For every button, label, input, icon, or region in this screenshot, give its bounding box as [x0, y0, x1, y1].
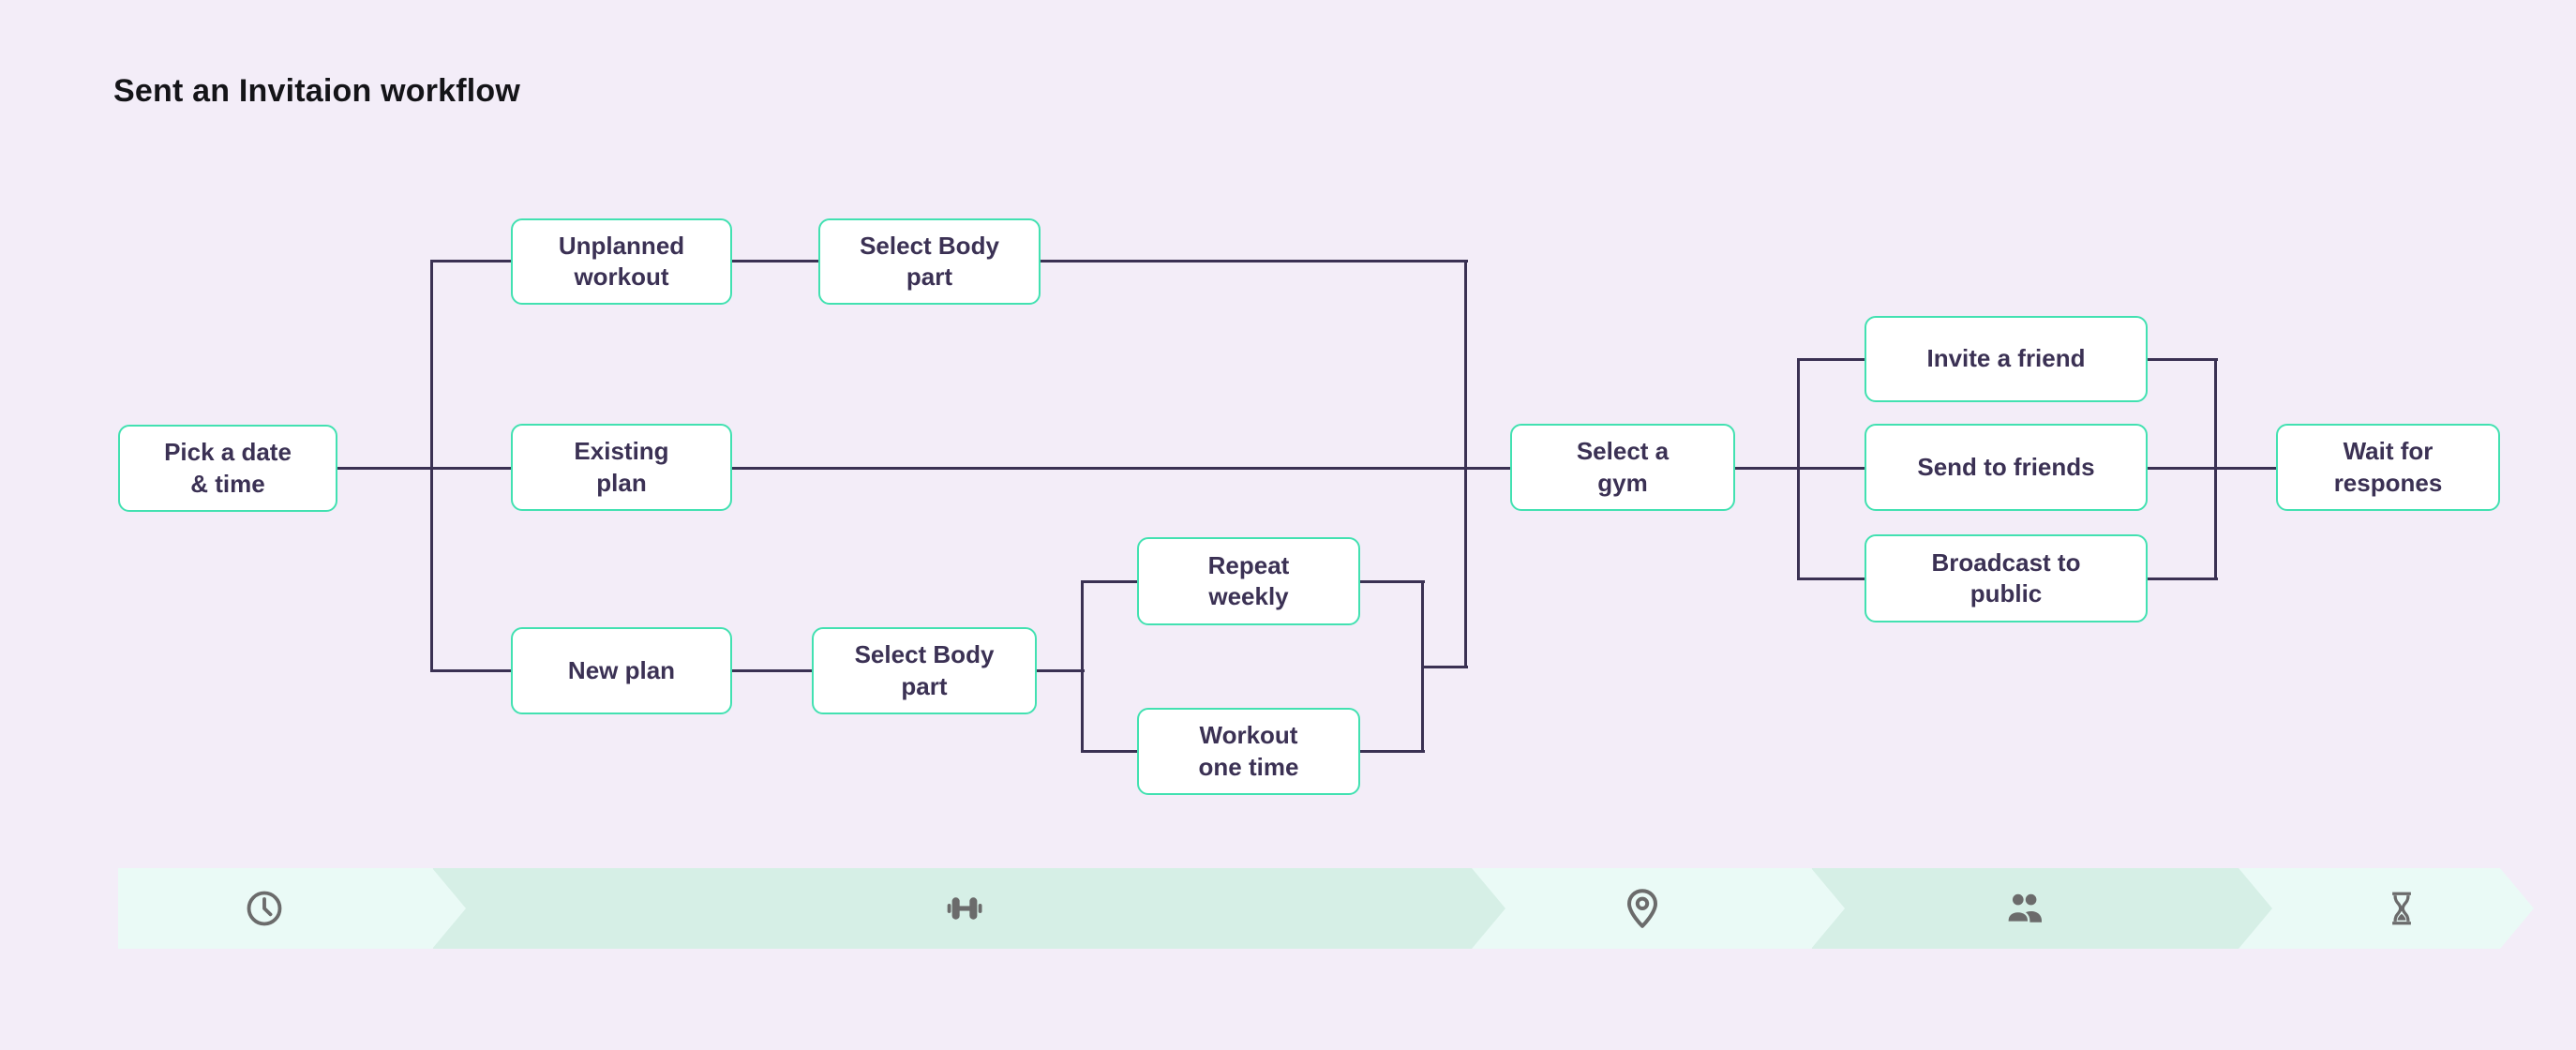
node-select-body-part-1[interactable]: Select Body part	[818, 218, 1041, 305]
node-wait-responses[interactable]: Wait for respones	[2276, 424, 2500, 511]
connector-line	[1421, 580, 1424, 753]
node-label: Pick a date & time	[164, 438, 292, 498]
location-pin-icon	[1627, 889, 1657, 928]
connector-line	[430, 669, 1085, 672]
stepper-segment-4	[1812, 868, 2272, 949]
clock-icon	[247, 891, 282, 926]
node-unplanned-workout[interactable]: Unplanned workout	[511, 218, 732, 305]
node-select-gym[interactable]: Select a gym	[1510, 424, 1735, 511]
stepper-segment-5	[2239, 868, 2534, 949]
stepper-segment-3	[1473, 868, 1845, 949]
node-label: Existing plan	[574, 437, 669, 497]
node-broadcast-public[interactable]: Broadcast to public	[1865, 534, 2148, 622]
connector-line	[335, 467, 1513, 470]
node-pick-date-time[interactable]: Pick a date & time	[118, 425, 337, 512]
node-label: Select Body part	[854, 640, 995, 700]
node-label: New plan	[567, 655, 676, 684]
node-send-to-friends[interactable]: Send to friends	[1865, 424, 2148, 511]
people-icon	[2006, 893, 2042, 923]
connector-line	[430, 260, 433, 672]
connector-line	[1464, 260, 1467, 668]
node-label: Unplanned workout	[558, 231, 685, 291]
connector-line	[1797, 358, 1800, 580]
stepper-segment-1	[118, 868, 466, 949]
node-invite-friend[interactable]: Invite a friend	[1865, 316, 2148, 402]
hourglass-icon	[2392, 892, 2411, 925]
node-label: Send to friends	[1917, 452, 2095, 481]
node-existing-plan[interactable]: Existing plan	[511, 424, 732, 511]
stepper-bar	[118, 868, 2534, 949]
connector-line	[2214, 358, 2217, 580]
connector-line	[1422, 666, 1468, 668]
connector-line	[1081, 580, 1084, 753]
node-label: Wait for respones	[2333, 437, 2443, 497]
node-workout-one-time[interactable]: Workout one time	[1137, 708, 1360, 795]
node-label: Workout one time	[1198, 721, 1299, 781]
page-title: Sent an Invitaion workflow	[113, 73, 521, 109]
node-select-body-part-2[interactable]: Select Body part	[812, 627, 1037, 714]
dumbbell-icon	[947, 897, 982, 920]
node-label: Select a gym	[1576, 437, 1670, 497]
node-label: Repeat weekly	[1207, 550, 1290, 610]
node-repeat-weekly[interactable]: Repeat weekly	[1137, 537, 1360, 625]
node-label: Invite a friend	[1926, 344, 2086, 373]
node-new-plan[interactable]: New plan	[511, 627, 732, 714]
node-label: Select Body part	[860, 231, 999, 291]
node-label: Broadcast to public	[1931, 548, 2081, 608]
